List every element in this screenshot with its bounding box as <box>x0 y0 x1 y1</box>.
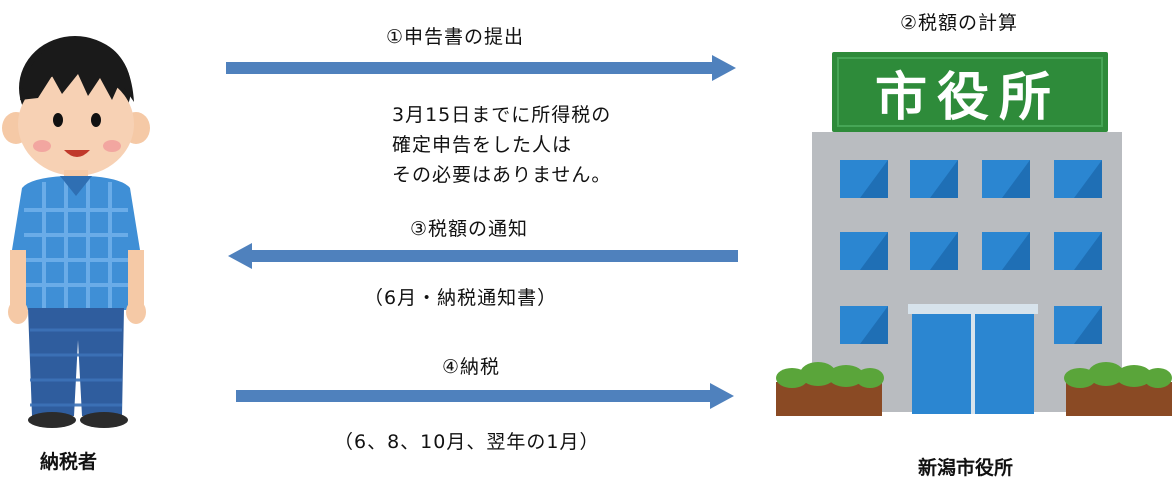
step-calculate-label: ②税額の計算 <box>900 12 1019 34</box>
pay-note: （6、8、10月、翌年の1月） <box>334 431 600 453</box>
building-icon <box>776 52 1172 416</box>
step-pay-label: ④納税 <box>442 356 501 378</box>
city-office-label: 新潟市役所 <box>918 457 1014 479</box>
step-submit-label: ①申告書の提出 <box>386 26 525 48</box>
submit-note-line2: 確定申告をした人は <box>392 134 573 156</box>
submit-note-line1: 3月15日までに所得税の <box>392 104 612 126</box>
submit-note-line3: その必要はありません。 <box>392 164 612 186</box>
pay-arrow <box>236 383 734 409</box>
notify-arrow <box>228 243 738 269</box>
step-notify-label: ③税額の通知 <box>410 218 529 240</box>
city-office-sign-text: 市役所 <box>874 67 1061 128</box>
notify-note: （6月・納税通知書） <box>364 287 558 309</box>
taxpayer-label: 納税者 <box>40 451 98 473</box>
person-icon <box>2 36 150 428</box>
submit-arrow <box>226 55 736 81</box>
